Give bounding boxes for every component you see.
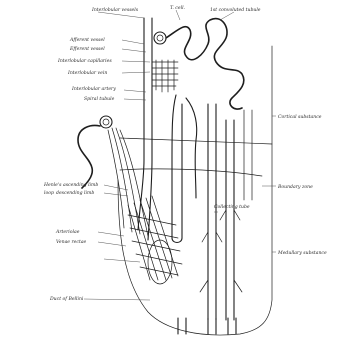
capillary-network-cortex	[152, 60, 178, 92]
label-interlobular-artery: Interlobular artery	[71, 86, 116, 92]
label-medullary-substance: Medullary substance	[277, 250, 327, 256]
label-spiral-tubule: Spiral tubule	[84, 96, 115, 102]
interlobular-artery	[138, 18, 144, 230]
glomerulus-lower	[100, 116, 112, 128]
label-collecting-tube: Collecting tube	[214, 204, 250, 210]
label-boundary-zone: Boundary zone	[277, 184, 313, 190]
label-henle-ascending: Henle's ascending limb	[43, 182, 98, 188]
vasa-recta-mesh	[128, 196, 182, 284]
glomerulus-upper	[154, 32, 166, 44]
label-interlobular-vein: Interlobular vein	[67, 70, 107, 76]
henle-loop-bundle	[108, 128, 148, 236]
label-afferent-vessel: Afferent vessel	[69, 37, 105, 43]
label-duct-of-bellini: Duct of Bellini	[49, 296, 84, 302]
label-cortical-substance: Cortical substance	[278, 114, 322, 120]
label-interlobular-vessels: Interlobular vessels	[91, 7, 139, 13]
label-t-cell: T. cell.	[170, 5, 186, 11]
boundary-line-zone	[120, 169, 262, 176]
label-arteriolae: Arteriolae	[55, 229, 80, 235]
label-henle-descending: descending limb	[56, 190, 94, 196]
label-efferent-vessel: Efferent vessel	[69, 46, 105, 52]
label-first-convoluted-tubule: 1st convoluted tubule	[210, 7, 261, 13]
collecting-duct-right-c	[244, 110, 252, 200]
label-venae-rectae: Venae rectae	[56, 239, 87, 245]
medulla-outline	[118, 46, 272, 335]
papillary-branches	[200, 210, 242, 292]
label-interlobular-capillaries: Interlobular capillaries	[57, 58, 112, 64]
convoluted-tubule-left	[78, 126, 100, 188]
leader-lines	[84, 10, 276, 300]
label-henle-loop: loop	[44, 190, 54, 196]
collecting-duct-right-b	[226, 120, 234, 320]
proximal-convoluted-tubule	[166, 19, 244, 110]
henle-loop-upper	[186, 98, 197, 198]
